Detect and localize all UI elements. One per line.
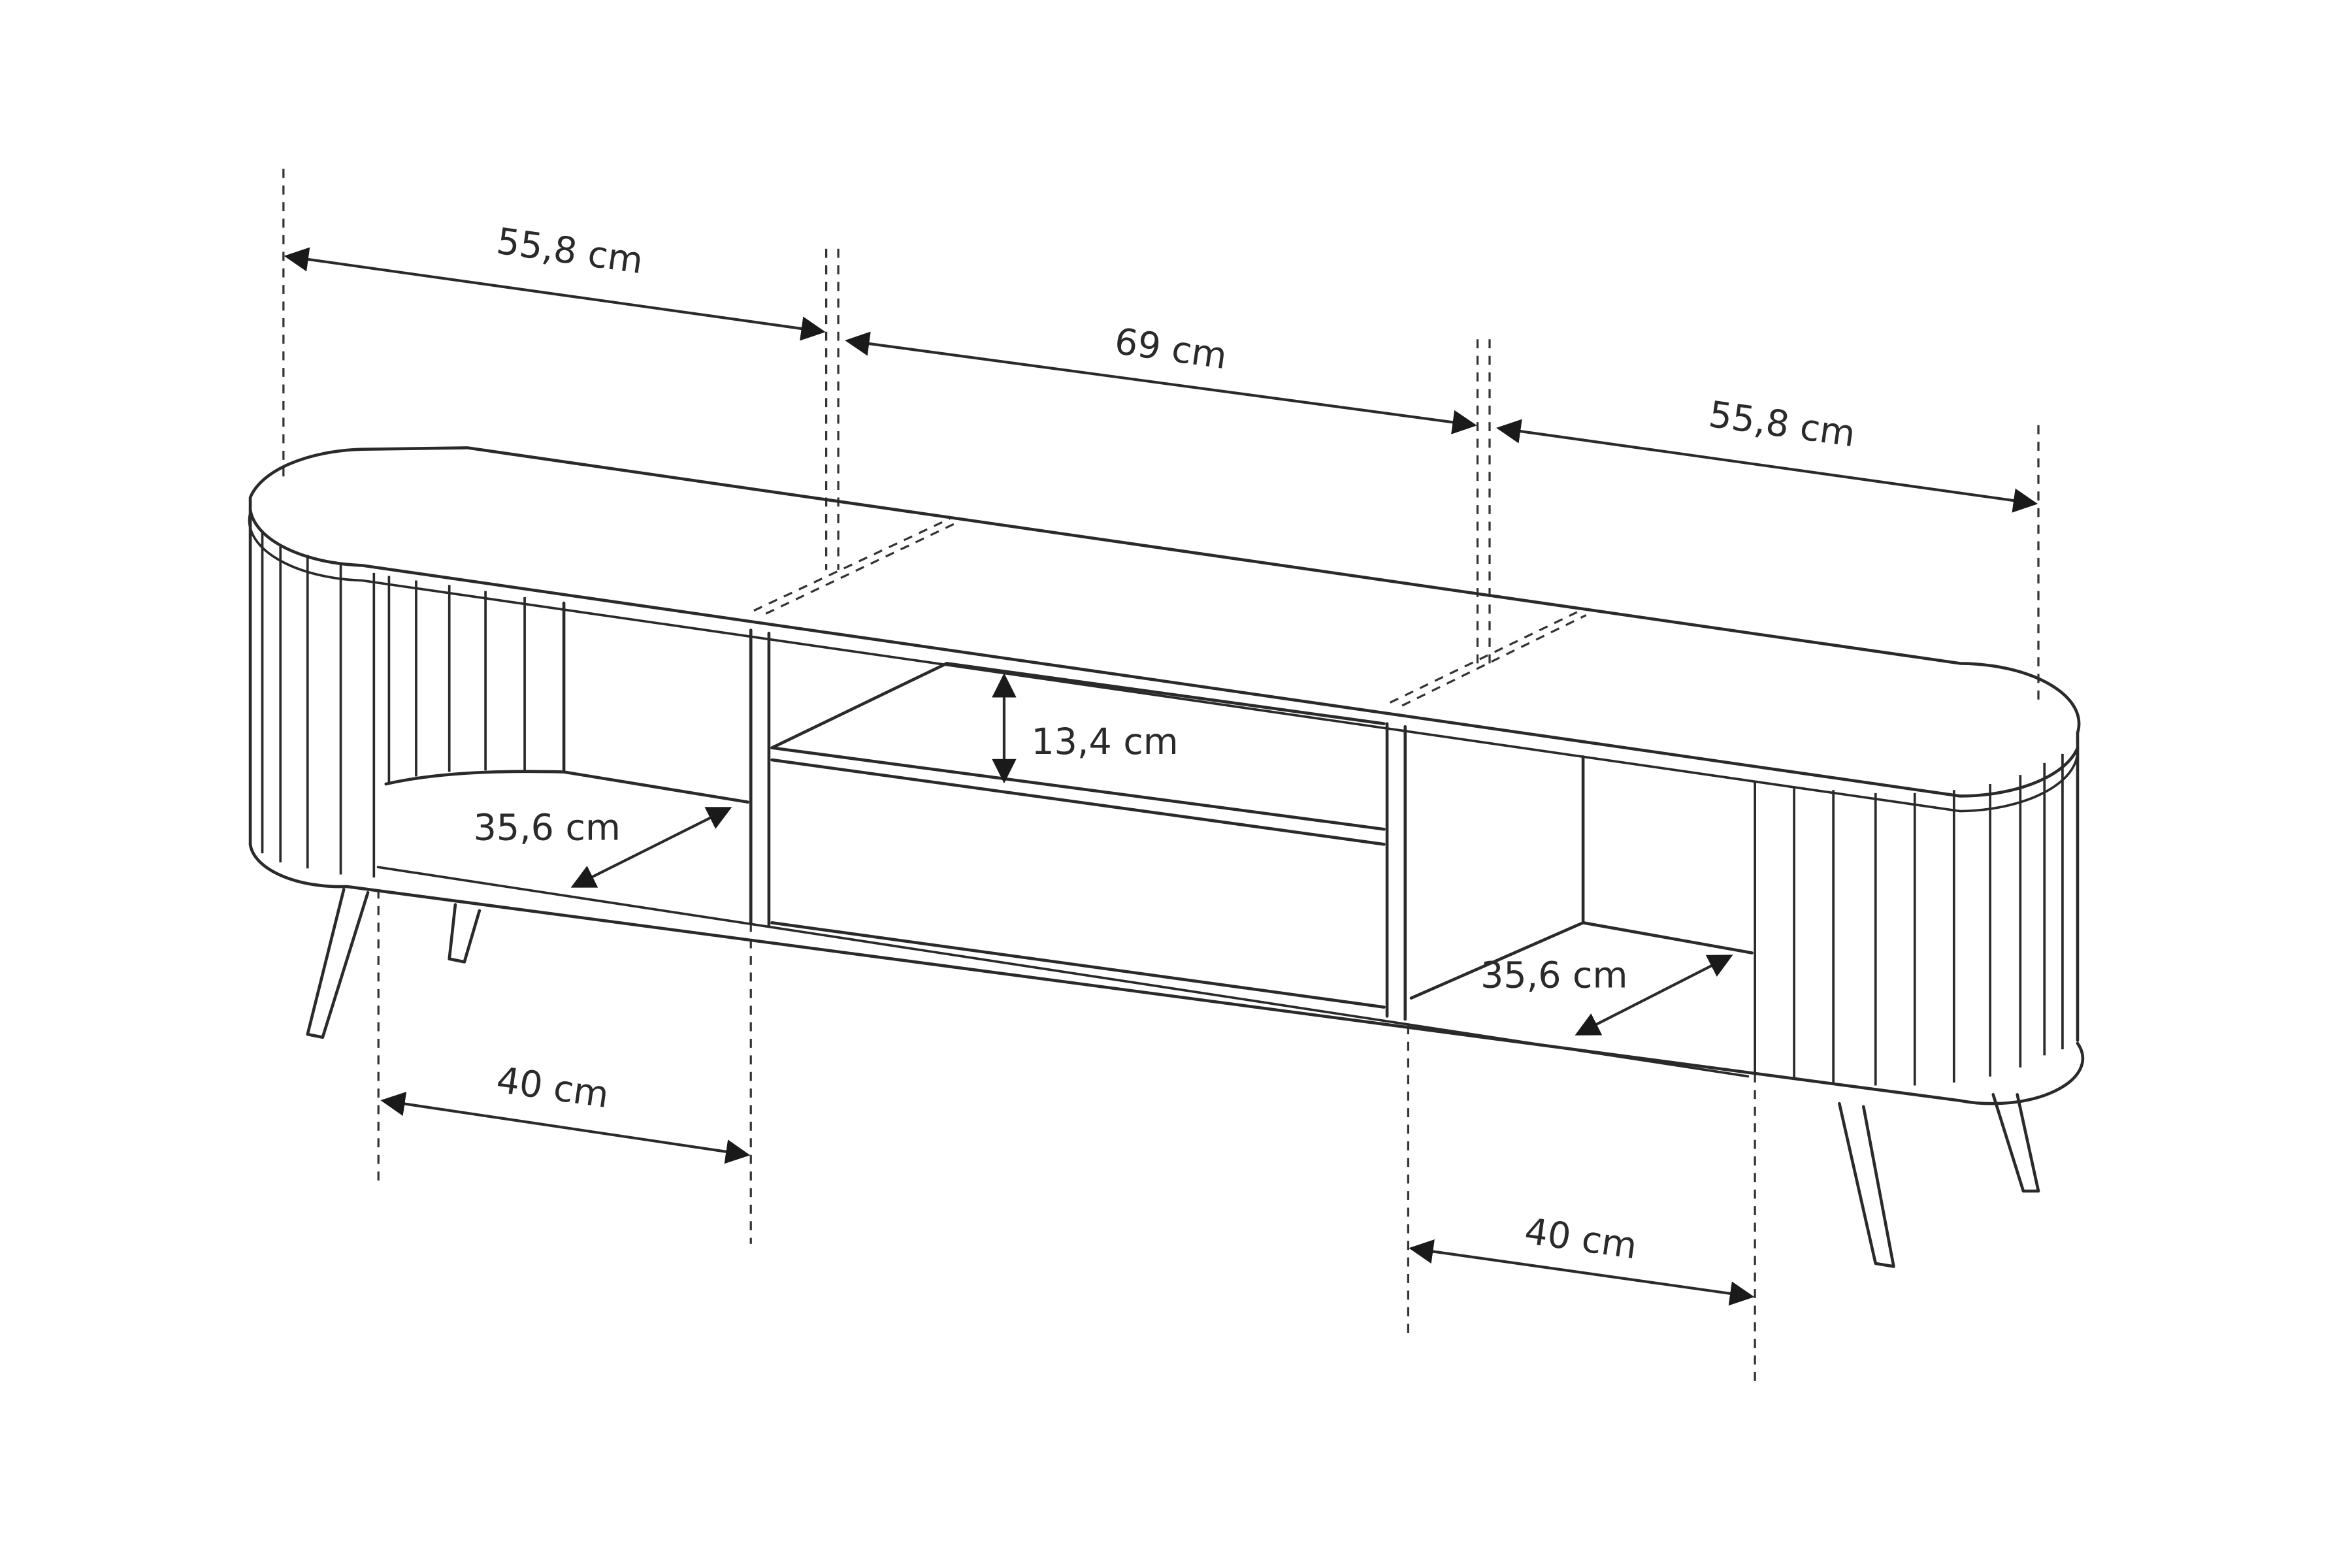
extension-lines — [282, 169, 2040, 1384]
cabinet-body — [248, 508, 2085, 1105]
dimension-top-left: 55,8 cm — [284, 221, 826, 341]
label-right-width: 40 cm — [1522, 1211, 1640, 1267]
dimension-top-right: 55,8 cm — [1496, 394, 2038, 513]
dimension-top-center: 69 cm — [845, 321, 1477, 434]
left-fluted-panel — [261, 531, 526, 878]
label-left-depth: 35,6 cm — [474, 807, 621, 849]
label-top-center: 69 cm — [1112, 321, 1230, 378]
label-drawer-height: 13,4 cm — [1031, 721, 1178, 763]
label-top-left: 55,8 cm — [494, 221, 645, 283]
dimension-drawer-height: 13,4 cm — [992, 673, 1179, 784]
label-top-right: 55,8 cm — [1707, 394, 1858, 456]
dimension-left-width: 40 cm — [380, 1060, 751, 1164]
label-left-width: 40 cm — [494, 1060, 612, 1117]
dimension-right-depth: 35,6 cm — [1480, 955, 1733, 1036]
right-fluted-panel — [1754, 753, 2064, 1086]
label-right-depth: 35,6 cm — [1480, 955, 1627, 997]
legs — [306, 888, 2040, 1268]
dimension-right-width: 40 cm — [1409, 1211, 1755, 1306]
dimension-left-depth: 35,6 cm — [474, 807, 732, 888]
